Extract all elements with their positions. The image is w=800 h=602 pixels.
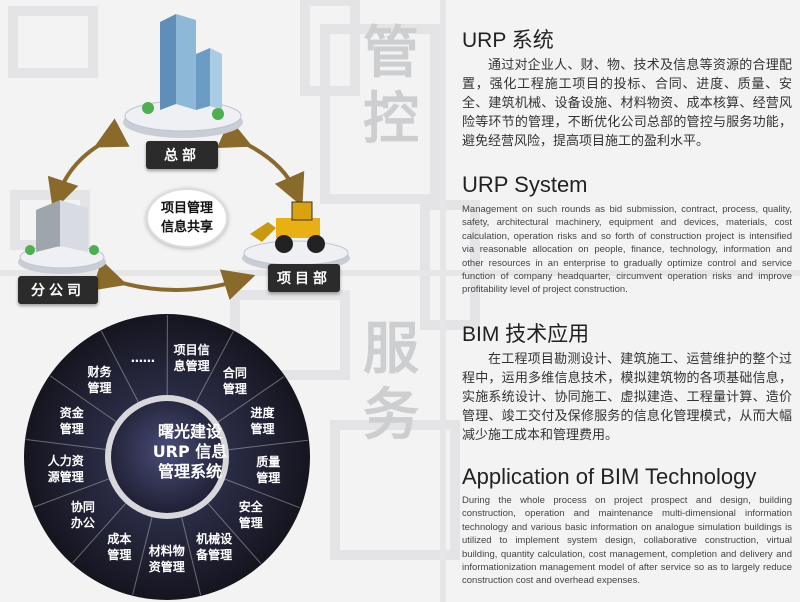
side-title-kong: 控 <box>363 86 419 152</box>
wheel-segment-line: 资金 <box>59 405 84 420</box>
wheel-segment-line: 息管理 <box>173 359 210 374</box>
wheel-spoke <box>72 502 127 564</box>
wheel-segment-line: 项目信 <box>173 343 210 358</box>
wheel-segment-label: 安全管理 <box>221 499 281 531</box>
wheel-segment-label: 机械设备管理 <box>184 531 244 563</box>
wheel-segment-label: …… <box>113 350 173 366</box>
bim-cn-body: 在工程项目勘测设计、建筑施工、运营维护的整个过程中，运用多维信息技术，模拟建筑物… <box>462 352 792 443</box>
side-title-wu: 务 <box>363 382 419 448</box>
wheel-segment-line: 人力资 <box>47 454 84 469</box>
project-label: 项目部 <box>268 264 340 292</box>
wheel-segment-line: 质量 <box>256 454 281 469</box>
wheel-segment-line: 财务 <box>87 365 112 380</box>
wheel-segment-line: 资管理 <box>148 559 185 574</box>
wheel-center-line-3: 管理系统 <box>157 462 222 481</box>
wheel-segment-line: 源管理 <box>47 470 84 485</box>
wheel-center-line-2: URP 信息 <box>152 442 228 461</box>
wheel-spoke <box>181 517 202 596</box>
wheel-segment-label: 成本管理 <box>89 531 149 563</box>
branch-building-icon <box>18 200 106 274</box>
urp-cn-heading: URP 系统 <box>462 29 554 52</box>
info-share-line-2: 信息共享 <box>160 220 213 235</box>
wheel-spoke <box>217 376 285 423</box>
wheel-segment-line: 管理 <box>107 548 132 563</box>
bim-en-body: During the whole process on project pros… <box>462 495 792 587</box>
wheel-segment-line: 机械设 <box>196 532 233 547</box>
side-title-guan: 管 <box>363 20 419 86</box>
wheel-segment-label: 协同办公 <box>53 499 113 531</box>
branch-label: 分公司 <box>18 276 98 304</box>
cycle-arrows <box>47 118 305 301</box>
hq-building-icon <box>123 14 243 138</box>
wheel-segment-line: 材料物 <box>148 543 185 558</box>
wheel-spoke <box>207 503 262 564</box>
wheel-segment-label: 进度管理 <box>232 405 292 437</box>
wheel-spoke <box>26 439 106 450</box>
wheel-center-title: 曙光建设 URP 信息 管理系统 <box>132 422 248 482</box>
urp-en-body: Management on such rounds as bid submiss… <box>462 204 792 296</box>
wheel-segment-line: 协同 <box>70 499 95 514</box>
wheel-spoke <box>228 439 309 451</box>
wheel-segment-line: 管理 <box>222 381 247 396</box>
bim-en-heading: Application of BIM Technology <box>462 464 757 489</box>
wheel-segment-line: 管理 <box>250 422 275 437</box>
wheel-spoke <box>224 478 300 509</box>
wheel-segment-line: 安全 <box>238 500 263 515</box>
wheel-segment-label: 合同管理 <box>205 365 265 397</box>
side-title-fu: 服 <box>363 316 419 382</box>
wheel-spoke <box>132 517 153 595</box>
wheel-segment-line: 备管理 <box>196 548 233 563</box>
info-share-line-1: 项目管理 <box>160 201 213 216</box>
urp-module-wheel <box>24 314 310 600</box>
wheel-segment-line: 办公 <box>70 515 95 530</box>
wheel-segment-line: 合同 <box>222 365 247 380</box>
wheel-segment-line: 进度 <box>250 406 275 421</box>
urp-cn-body: 通过对企业人、财、物、技术及信息等资源的合理配置，强化工程施工项目的投标、合同、… <box>462 58 792 149</box>
wheel-segment-line: 管理 <box>238 516 263 531</box>
bim-cn-heading: BIM 技术应用 <box>462 323 590 346</box>
wheel-segment-line: 成本 <box>107 532 132 547</box>
wheel-segment-label: 人力资源管理 <box>36 453 96 485</box>
wheel-segment-line: 管理 <box>87 381 112 396</box>
wheel-spoke <box>195 331 234 403</box>
loader-icon <box>242 201 350 271</box>
wheel-segment-label: 项目信息管理 <box>162 342 222 374</box>
hq-label: 总部 <box>146 141 218 169</box>
wheel-segment-label: 材料物资管理 <box>137 543 197 575</box>
wheel-segment-label: 质量管理 <box>238 454 298 486</box>
wheel-segment-line: 管理 <box>59 421 84 436</box>
wheel-segment-label: 资金管理 <box>42 405 102 437</box>
urp-en-heading: URP System <box>462 172 588 197</box>
wheel-segment-line: …… <box>130 350 155 365</box>
wheel-spoke <box>33 478 110 508</box>
wheel-center-line-1: 曙光建设 <box>157 422 222 441</box>
wheel-segment-line: 管理 <box>256 470 281 485</box>
wheel-segment-label: 财务管理 <box>70 364 130 396</box>
info-share-bubble: 项目管理 信息共享 <box>146 188 228 248</box>
wheel-spoke <box>50 375 117 423</box>
wheel-spoke <box>100 330 139 403</box>
